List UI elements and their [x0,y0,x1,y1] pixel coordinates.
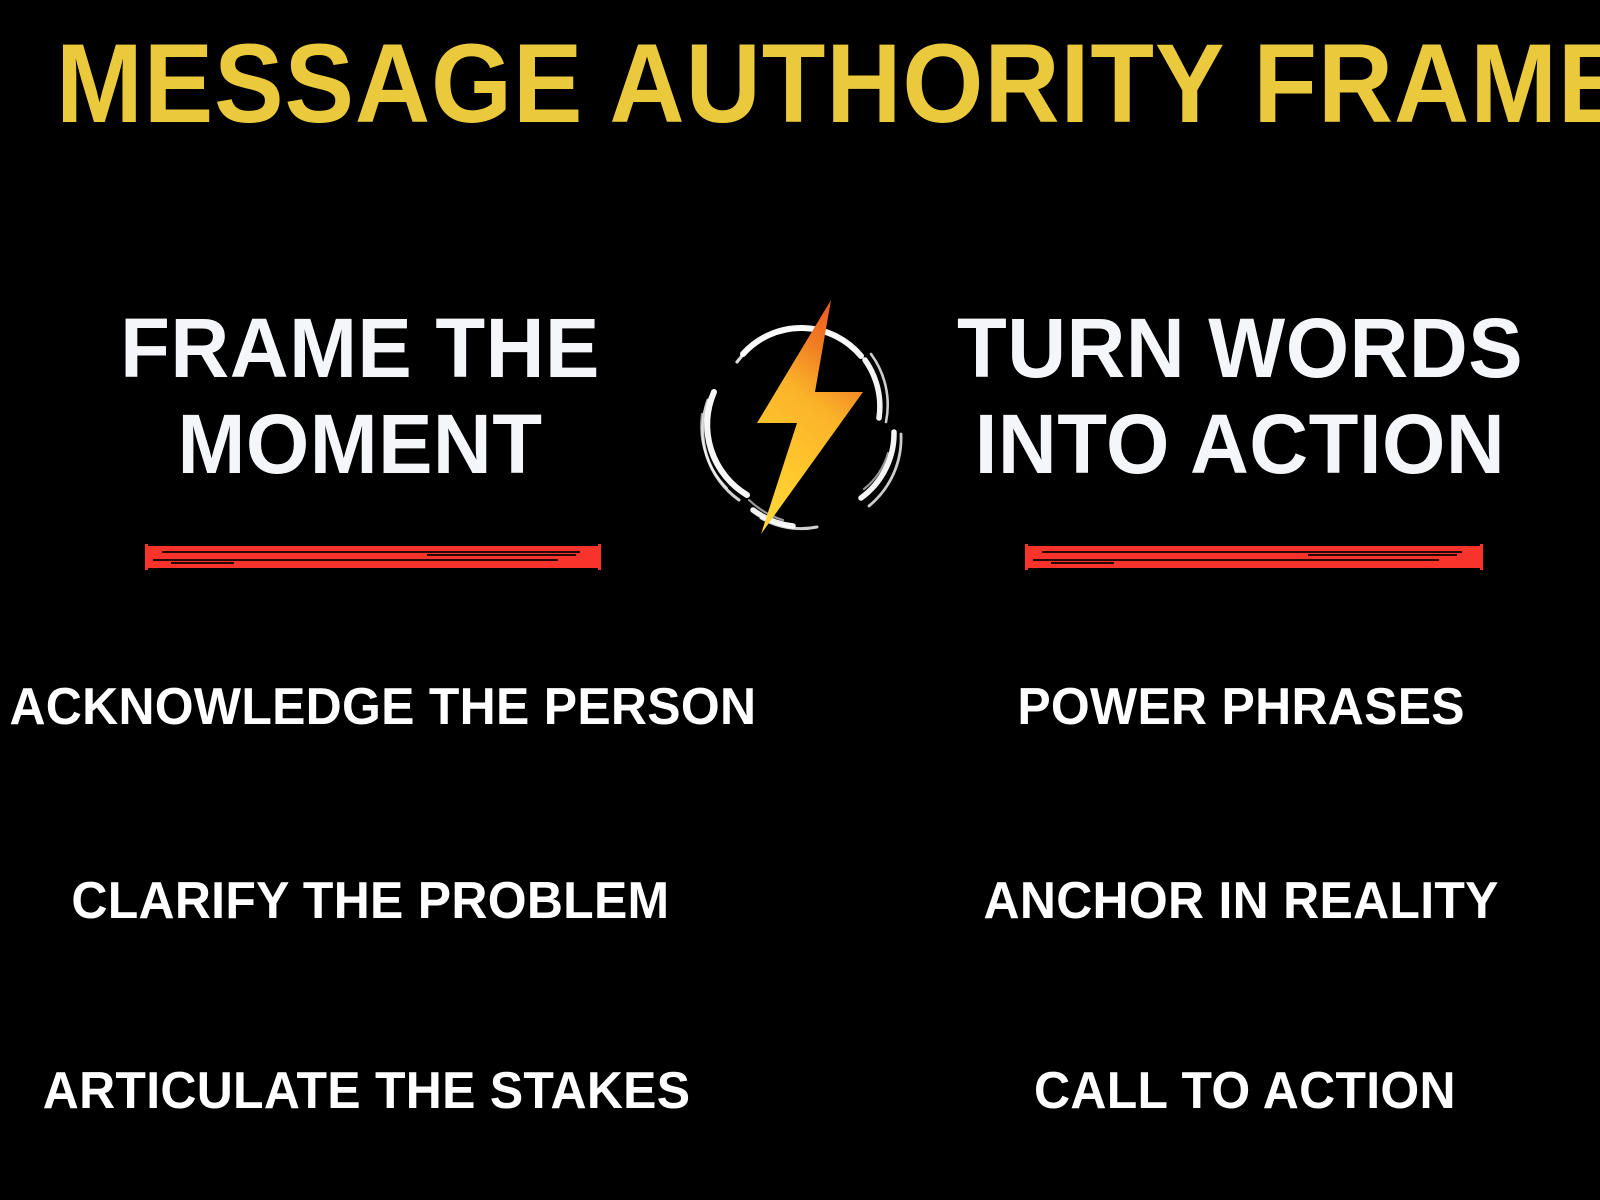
accent-rule-left-cap-start [145,544,148,570]
column-frame-the-moment: FRAME THE MOMENT [40,300,680,570]
accent-rule-left-cap-end [598,544,601,570]
accent-rule-right [1025,544,1483,570]
column-heading-right-line2: INTO ACTION [974,397,1506,491]
accent-rule-left-wrapper [40,536,680,570]
page-title: MESSAGE AUTHORITY FRAMEWORK [56,21,1600,146]
lightning-bolt-icon [665,282,930,547]
list-item: ARTICULATE THE STAKES [42,1062,691,1120]
column-heading-left: FRAME THE MOMENT [50,300,671,492]
column-heading-left-line2: MOMENT [177,397,543,491]
column-heading-right-line1: TURN WORDS [956,301,1524,395]
accent-rule-right-scratch-2 [1032,559,1440,561]
accent-rule-left-scratch-3 [427,554,576,556]
accent-rule-right-scratch-3 [1308,554,1458,556]
accent-rule-right-wrapper [920,536,1560,570]
accent-rule-right-scratch-4 [1050,562,1114,564]
list-item: ANCHOR IN REALITY [983,872,1499,930]
accent-rule-left-scratch-4 [170,562,234,564]
column-heading-left-line1: FRAME THE [120,301,600,395]
item-list-left: ACKNOWLEDGE THE PERSON CLARIFY THE PROBL… [0,650,760,1150]
list-item: CLARIFY THE PROBLEM [71,872,670,930]
item-list-right: POWER PHRASES ANCHOR IN REALITY CALL TO … [840,650,1600,1150]
list-item: CALL TO ACTION [1034,1062,1456,1120]
column-turn-words-into-action: TURN WORDS INTO ACTION [920,300,1560,570]
column-heading-right: TURN WORDS INTO ACTION [930,300,1551,492]
accent-rule-left-scratch-2 [152,559,558,561]
accent-rule-left [145,544,601,570]
accent-rule-right-scratch-1 [1041,551,1462,553]
list-item: POWER PHRASES [1017,678,1465,736]
accent-rule-right-cap-start [1025,544,1028,570]
accent-rule-right-cap-end [1480,544,1483,570]
accent-rule-left-scratch-1 [161,551,580,553]
list-item: ACKNOWLEDGE THE PERSON [9,678,757,736]
